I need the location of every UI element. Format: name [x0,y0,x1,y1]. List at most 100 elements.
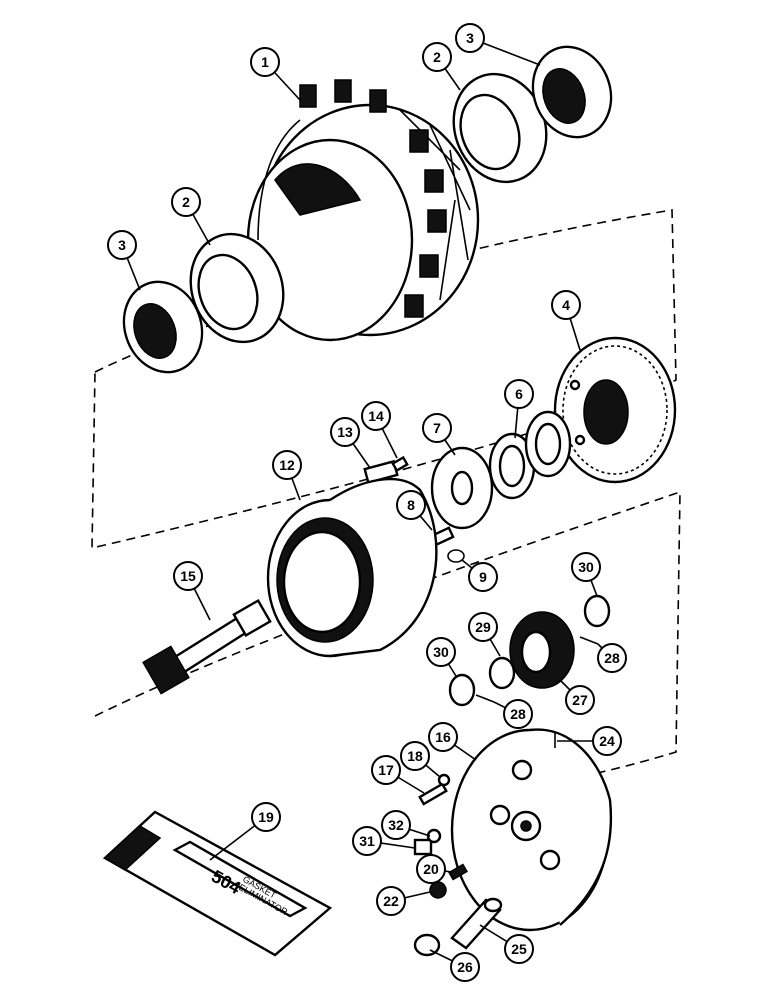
callout-number-c32: 32 [388,817,404,833]
callout-number-c3b: 3 [118,237,126,253]
callout-circle-c28b [503,699,533,729]
callout-c14: 14 [361,401,391,431]
callout-circle-c19 [251,802,281,832]
callout-number-c26: 26 [457,959,473,975]
callout-circle-c13 [330,417,360,447]
callout-circle-c22 [376,886,406,916]
callout-number-c8: 8 [407,497,415,513]
cover-washer [437,773,451,787]
bearing-cup-upper [452,72,548,184]
bearing-cone-lower [122,280,204,374]
callout-c31: 31 [352,826,382,856]
callout-circle-c2a [422,42,452,72]
callout-number-c13: 13 [337,424,353,440]
callout-c1: 1 [250,47,280,77]
wheel-hub [246,79,480,342]
callout-c9: 9 [468,562,498,592]
callout-c24: 24 [592,726,622,756]
callout-number-c12: 12 [279,457,295,473]
callout-number-c24: 24 [599,733,615,749]
callout-circle-c3b [107,230,137,260]
callout-circle-c29 [468,612,498,642]
callout-c2b: 2 [171,187,201,217]
callout-circle-c16 [428,722,458,752]
callout-circle-c9 [468,562,498,592]
callout-number-c1: 1 [261,54,269,70]
callout-c7: 7 [422,413,452,443]
callout-number-c31: 31 [359,833,375,849]
callout-number-c30b: 30 [433,644,449,660]
o-ring-26 [413,933,441,957]
callout-number-c9: 9 [479,569,487,585]
callout-number-c22: 22 [383,893,399,909]
callout-c19: 19 [251,802,281,832]
lock-bolt [391,455,409,473]
callout-c27: 27 [565,685,595,715]
callout-circle-c17 [371,755,401,785]
spacer-29 [488,656,516,690]
callout-number-c25: 25 [511,941,527,957]
callout-c26: 26 [450,952,480,982]
callout-c4: 4 [551,290,581,320]
callout-c6: 6 [504,379,534,409]
callout-c3a: 3 [455,23,485,53]
bearing-cup-lower [189,232,285,344]
callout-number-c14: 14 [368,408,384,424]
callout-number-c6: 6 [515,386,523,402]
callout-circle-c12 [272,450,302,480]
set-screw [448,863,468,881]
carrier-washer [447,549,465,563]
callout-circle-c20 [416,854,446,884]
callout-number-c17: 17 [378,762,394,778]
planet-gear [509,611,575,689]
callout-number-c2a: 2 [433,49,441,65]
callout-number-c28a: 28 [604,650,620,666]
washer-30-lower [448,673,476,707]
callout-circle-c18 [400,741,430,771]
callout-number-c28b: 28 [510,706,526,722]
callout-number-c15: 15 [180,568,196,584]
callout-c30b: 30 [426,637,456,667]
callout-circle-c15 [173,561,203,591]
retaining-plate [430,446,494,530]
callout-c28b: 28 [503,699,533,729]
callout-c16: 16 [428,722,458,752]
callout-number-c30a: 30 [578,559,594,575]
callout-c22: 22 [376,886,406,916]
callout-circle-c27 [565,685,595,715]
pin-28-lower [475,694,495,703]
callout-c28a: 28 [597,643,627,673]
callout-circle-c28a [597,643,627,673]
callout-circle-c24 [592,726,622,756]
planet-cover [450,728,613,932]
jam-nut [429,881,447,899]
callout-circle-c30b [426,637,456,667]
callout-number-c4: 4 [562,297,570,313]
callout-number-c16: 16 [435,729,451,745]
callout-c12: 12 [272,450,302,480]
callout-circle-c7 [422,413,452,443]
callout-c8: 8 [396,490,426,520]
callout-c20: 20 [416,854,446,884]
callout-c15: 15 [173,561,203,591]
callout-number-c2b: 2 [182,194,190,210]
callout-number-c29: 29 [475,619,491,635]
callout-c29: 29 [468,612,498,642]
bearing-cone-upper [531,45,613,139]
callout-c13: 13 [330,417,360,447]
callout-number-c20: 20 [423,861,439,877]
callout-number-c18: 18 [407,748,423,764]
cover-bolt [418,782,448,806]
callout-circle-c1 [250,47,280,77]
callout-circle-c31 [352,826,382,856]
callout-c32: 32 [381,810,411,840]
callout-circle-c6 [504,379,534,409]
pin-28-upper [579,636,599,645]
callout-c30a: 30 [571,552,601,582]
callout-circle-c26 [450,952,480,982]
sealant-package: 504 GASKET ELIMINATOR [102,810,333,957]
callout-c18: 18 [400,741,430,771]
ring-gear [266,477,438,658]
callout-c25: 25 [504,934,534,964]
